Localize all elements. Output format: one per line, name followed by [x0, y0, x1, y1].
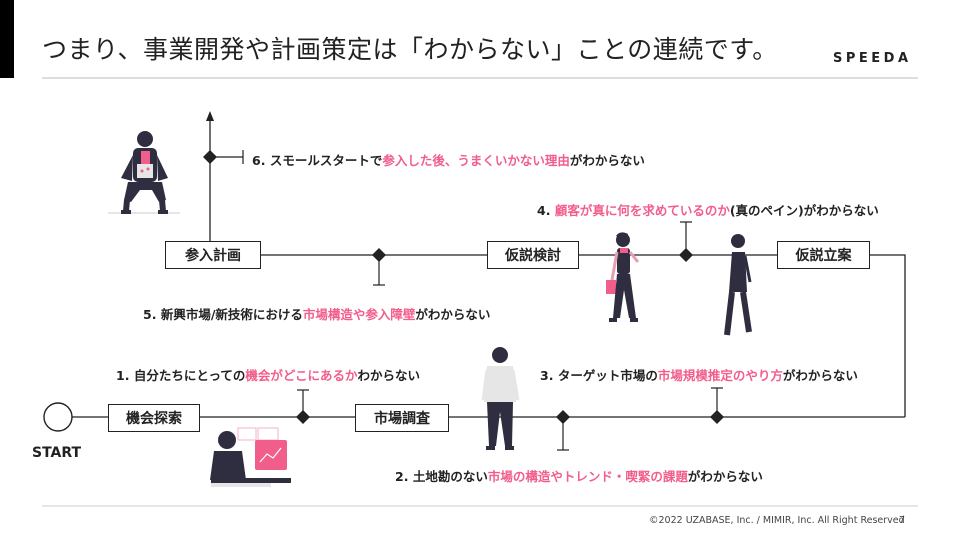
man-standing-illustration — [481, 347, 520, 450]
person-at-desk-illustration — [210, 427, 291, 487]
start-label: START — [32, 445, 82, 461]
sitting-person-illustration — [108, 131, 180, 214]
box-hypothesis-build: 仮説立案 — [777, 241, 870, 269]
note-6: 6. スモールスタートで参入した後、うまくいかない理由がわからない — [252, 153, 645, 168]
marker-6 — [203, 150, 244, 164]
woman-standing-illustration — [606, 232, 640, 322]
side-accent-bar — [0, 0, 14, 78]
arrow-head-icon — [206, 111, 214, 121]
note-4: 4. 顧客が真に何を求めているのか(真のペイン)がわからない — [537, 203, 879, 218]
marker-2 — [556, 410, 570, 451]
box-hypothesis-test: 仮説検討 — [487, 241, 579, 269]
marker-4 — [679, 221, 693, 262]
marker-1 — [296, 389, 310, 424]
box-market-research: 市場調査 — [355, 404, 449, 432]
brand-logo: SPEEDA — [833, 51, 912, 66]
start-node — [43, 402, 73, 432]
marker-5 — [372, 248, 386, 286]
note-5: 5. 新興市場/新技術における市場構造や参入障壁がわからない — [143, 307, 491, 322]
page-title: つまり、事業開発や計画策定は「わからない」ことの連続です。 — [42, 35, 778, 64]
path-right-connector — [870, 254, 906, 417]
woman-walking-illustration — [724, 234, 752, 336]
marker-3 — [710, 387, 724, 424]
note-1: 1. 自分たちにとっての機会がどこにあるかわからない — [116, 368, 420, 383]
box-entry-plan: 参入計画 — [165, 241, 261, 269]
page-number: 7 — [899, 515, 906, 526]
footer-copyright: ©2022 UZABASE, Inc. / MIMIR, Inc. All Ri… — [649, 515, 905, 526]
note-3: 3. ターゲット市場の市場規模推定のやり方がわからない — [540, 368, 858, 383]
note-2: 2. 土地勘のない市場の構造やトレンド・喫緊の課題がわからない — [395, 469, 763, 484]
box-opportunity-search: 機会探索 — [108, 404, 200, 432]
